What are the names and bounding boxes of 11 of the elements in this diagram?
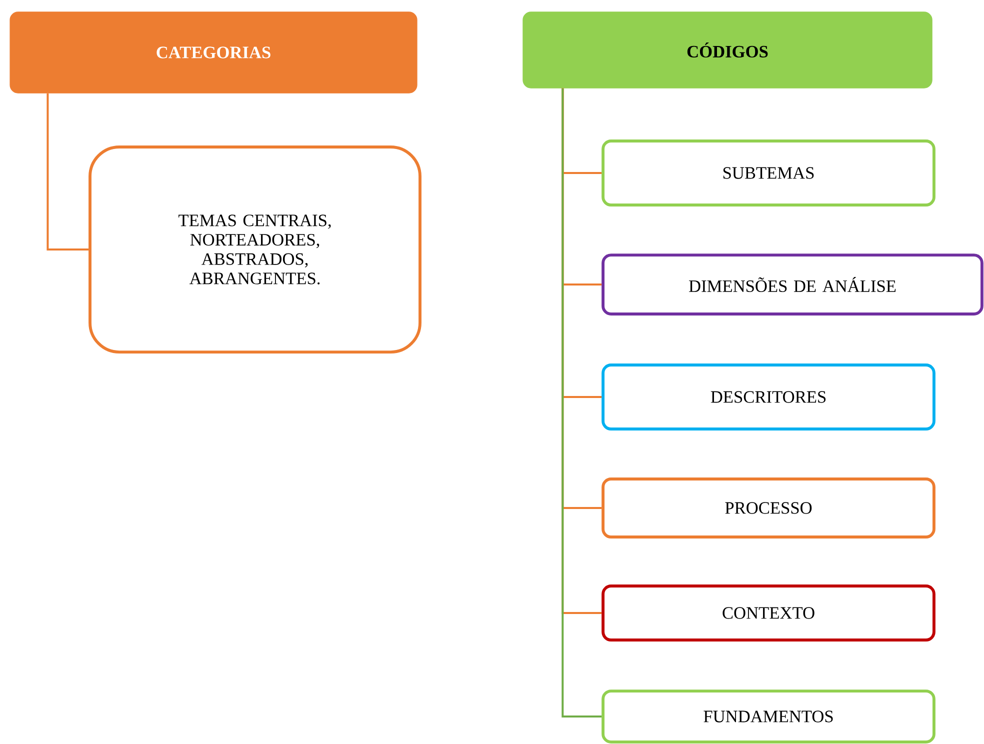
connector-line: [46, 93, 89, 250]
connector-line: [562, 88, 602, 718]
code-header: CÓDIGOS: [522, 12, 932, 88]
description-box: TEMAS CENTRAIS, NORTEADORES, ABSTRADOS, ABRANGENTES.: [88, 146, 422, 354]
category-header: CATEGORIAS: [10, 12, 418, 94]
code-box: CONTEXTO: [602, 584, 936, 642]
code-box: DIMENSÕES DE ANÁLISE: [602, 254, 984, 316]
code-box: PROCESSO: [602, 478, 936, 538]
code-box: DESCRITORES: [602, 364, 936, 430]
code-box: SUBTEMAS: [602, 140, 936, 206]
code-box: FUNDAMENTOS: [602, 690, 936, 744]
